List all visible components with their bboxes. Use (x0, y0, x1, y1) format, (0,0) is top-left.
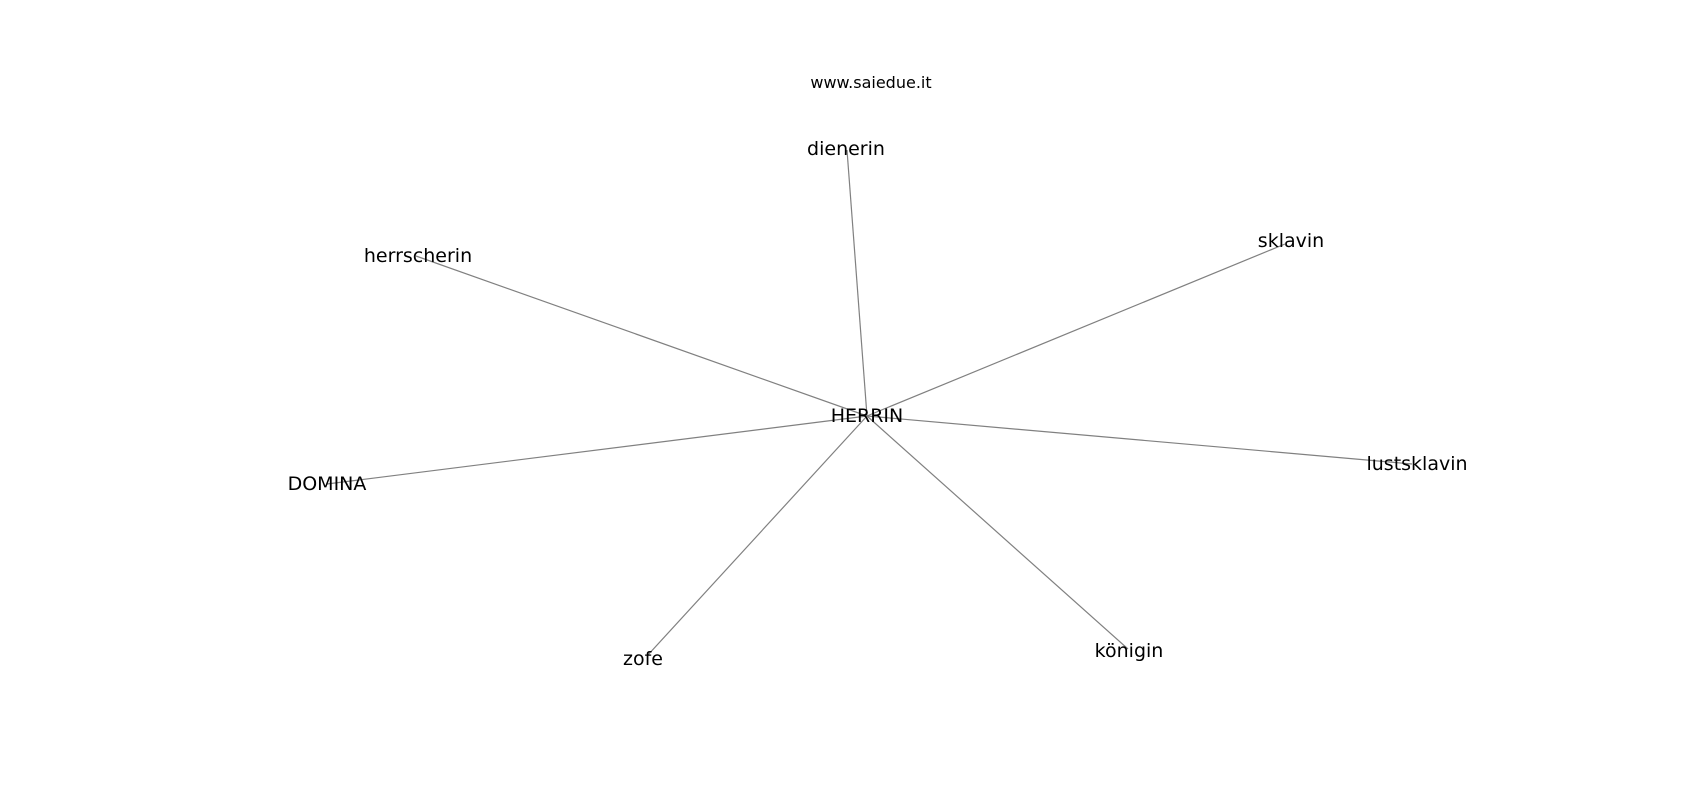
edges-layer (326, 149, 1413, 657)
node-center: HERRIN (831, 405, 904, 427)
node-lustsklavin: lustsklavin (1366, 453, 1467, 475)
edge-herrscherin (415, 255, 868, 417)
edge-dienerin (846, 149, 868, 417)
node-konigin: königin (1095, 640, 1164, 662)
node-herrscherin: herrscherin (364, 245, 472, 267)
neighbor-labels-layer: dienerin sklavin herrscherin lustsklavin… (288, 138, 1468, 670)
node-sklavin: sklavin (1258, 230, 1324, 252)
watermark-text: www.saiedue.it (810, 73, 931, 92)
node-zofe: zofe (623, 648, 663, 670)
edge-domina (326, 415, 868, 485)
edge-zofe (646, 415, 868, 657)
edge-lustsklavin (866, 415, 1413, 465)
edge-k-nigin (866, 415, 1129, 650)
edge-sklavin (866, 243, 1286, 417)
node-domina: DOMINA (288, 473, 367, 495)
node-dienerin: dienerin (807, 138, 885, 160)
